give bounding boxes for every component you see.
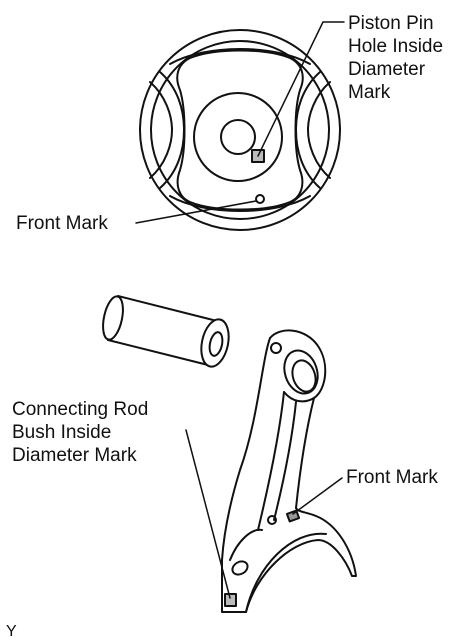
figure-code: Y	[6, 623, 17, 640]
piston-outer-circle	[139, 29, 341, 231]
leader-pin-hole-mark	[257, 21, 345, 157]
piston-pin	[102, 295, 230, 368]
rod-bush-mark	[224, 593, 237, 607]
rod-big-end	[221, 507, 357, 613]
piston-inner-circle	[150, 40, 330, 220]
piston-left-relief	[149, 81, 173, 179]
piston-pin-end	[200, 318, 230, 368]
piston-right-relief	[307, 81, 331, 179]
connecting-rod	[221, 329, 357, 613]
piston-center-hole	[220, 119, 256, 155]
leader-front-mark-piston	[135, 200, 257, 224]
label-front-mark-rod: Front Mark	[346, 467, 438, 488]
piston-top-view	[139, 29, 341, 231]
rod-front-mark	[285, 509, 301, 523]
label-rod-bush-mark: Connecting Rod Bush Inside Diameter Mark	[12, 399, 149, 466]
label-front-mark-piston: Front Mark	[16, 213, 108, 234]
rod-beam-right	[295, 397, 315, 509]
leader-bush-mark	[185, 429, 231, 599]
leader-front-mark-rod	[292, 477, 343, 515]
rod-small-end	[269, 329, 327, 403]
piston-center-ring	[193, 92, 283, 182]
label-piston-pin-hole-mark: Piston Pin Hole Inside Diameter Mark	[348, 13, 444, 103]
piston-front-mark-dot	[255, 194, 265, 204]
rod-beam-left	[221, 337, 271, 561]
piston-crown-recess	[176, 49, 304, 211]
